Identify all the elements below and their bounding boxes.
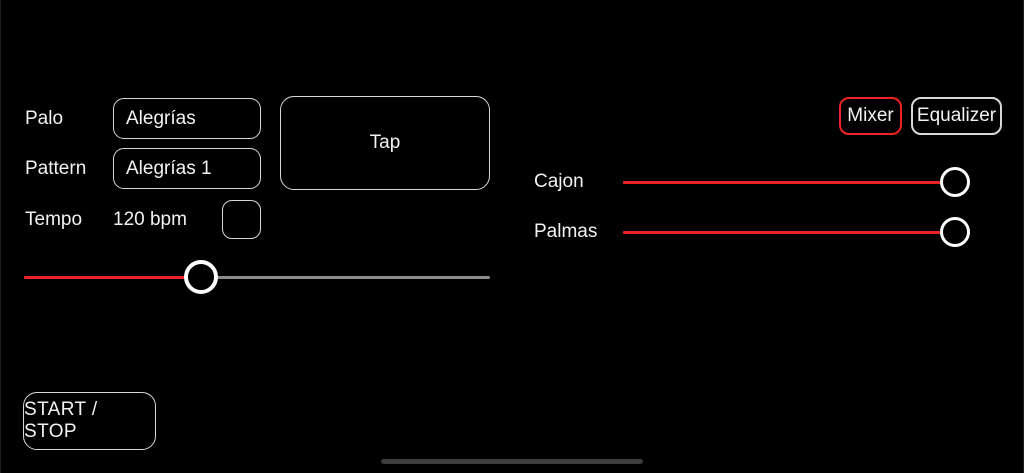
tap-pad-label: Tap (369, 132, 401, 153)
tempo-stepper[interactable] (222, 200, 261, 239)
tempo-slider-track (24, 276, 490, 279)
start-stop-button[interactable]: START / STOP (23, 392, 156, 450)
palmas-slider-fill (623, 231, 955, 234)
tab-equalizer[interactable]: Equalizer (911, 97, 1002, 135)
tempo-slider-fill (24, 276, 202, 279)
tab-mixer[interactable]: Mixer (839, 97, 902, 135)
palmas-slider-thumb[interactable] (940, 217, 970, 247)
tap-pad-button[interactable]: Tap (280, 96, 490, 190)
pattern-select[interactable]: Alegrías 1 (113, 148, 261, 189)
cajon-slider-thumb[interactable] (940, 167, 970, 197)
tempo-slider-thumb[interactable] (184, 260, 219, 294)
tempo-value: 120 bpm (113, 209, 187, 230)
channel-label-palmas: Palmas (534, 221, 598, 242)
channel-label-cajon: Cajon (534, 171, 584, 192)
pattern-value: Alegrías 1 (126, 157, 212, 179)
tab-mixer-label: Mixer (847, 105, 894, 126)
cajon-slider-fill (623, 181, 955, 184)
tab-equalizer-label: Equalizer (916, 105, 997, 126)
palo-value: Alegrías (126, 107, 196, 129)
tempo-label: Tempo (25, 209, 83, 230)
start-stop-label: START / STOP (24, 399, 98, 442)
pattern-label: Pattern (25, 158, 87, 179)
palmas-volume-slider[interactable] (623, 212, 970, 252)
palo-select[interactable]: Alegrías (113, 98, 261, 139)
cajon-volume-slider[interactable] (623, 162, 970, 202)
home-indicator (381, 459, 643, 464)
palo-label: Palo (25, 108, 64, 129)
tempo-slider[interactable] (24, 257, 490, 297)
